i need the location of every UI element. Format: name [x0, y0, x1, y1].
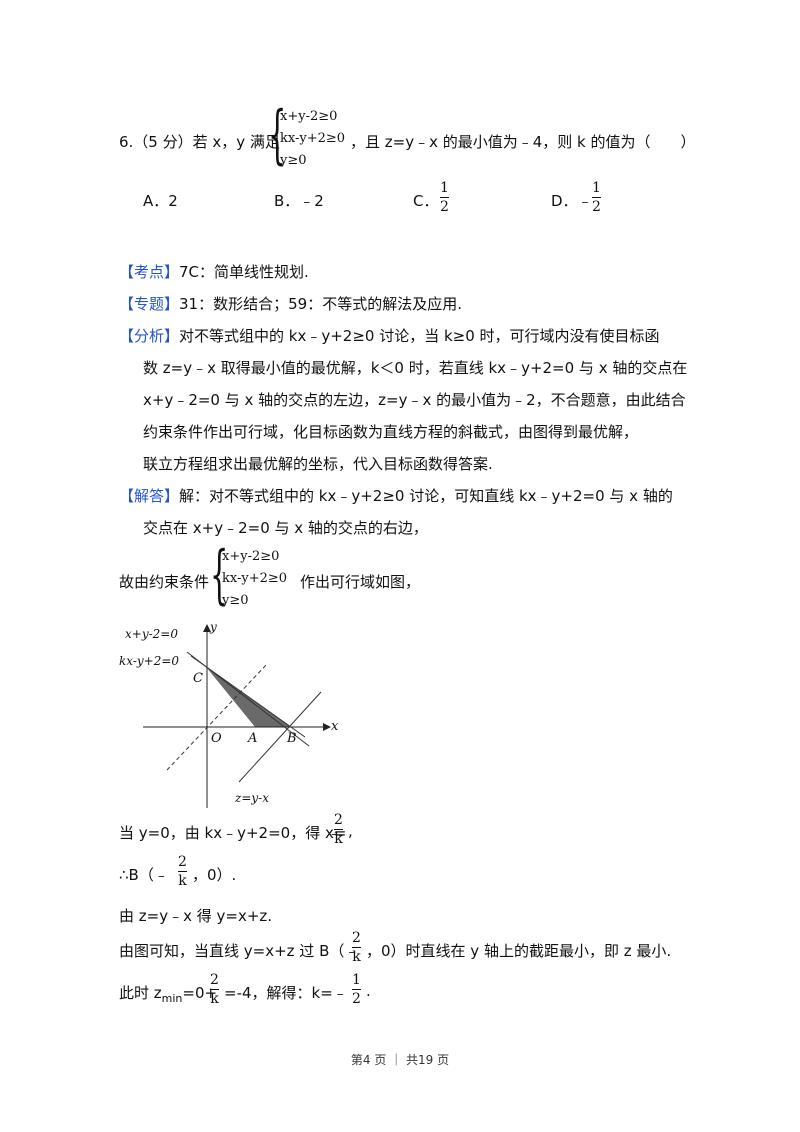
option-b: B．﹣2: [274, 192, 324, 210]
fenxi-tag: 【分析】: [119, 327, 180, 345]
step5-fraction: 2 k: [210, 972, 219, 1007]
option-a: A．2: [143, 192, 178, 210]
step1-suffix: ,: [348, 822, 353, 840]
frac-den: k: [352, 949, 361, 965]
constraint-suffix: 作出可行域如图，: [300, 573, 421, 591]
question-prefix: 6.（5 分）若 x，y 满足: [119, 133, 280, 151]
constraint-brace: {: [210, 538, 229, 612]
kaodian-text: 7C：简单线性规划.: [179, 263, 309, 281]
fenxi-text: 对不等式组中的 kx﹣y+2≥0 讨论，当 k≥0 时，可行域内没有使目标函: [179, 327, 660, 345]
line-kx-y: [190, 655, 306, 738]
fenxi-line-4: 约束条件作出可行域，化目标函数为直线方程的斜截式，由图得到最优解，: [143, 423, 639, 441]
fenxi-line-2: 数 z=y﹣x 取得最小值的最优解，k＜0 时，若直线 kx﹣y+2=0 与 x…: [143, 359, 688, 377]
step2-fraction: 2 k: [178, 854, 187, 889]
jieda-text: 解：对不等式组中的 kx﹣y+2≥0 讨论，可知直线 kx﹣y+2=0 与 x …: [179, 487, 673, 505]
frac-den: k: [178, 873, 187, 889]
constraint-row-2: kx-y+2≥0: [222, 571, 288, 586]
constraint-system: x+y-2≥0 kx-y+2≥0 y≥0: [222, 546, 287, 612]
step3: 由 z=y﹣x 得 y=x+z.: [119, 907, 273, 925]
step5-end: .: [366, 982, 371, 1000]
step5-prefix: 此时 z: [119, 984, 162, 1002]
dashed-z-line: [166, 663, 268, 771]
zhuanti-tag: 【专题】: [119, 295, 180, 313]
frac-den: 2: [352, 991, 361, 1007]
fenxi-line-5: 联立方程组求出最优解的坐标，代入目标函数得答案.: [143, 455, 493, 473]
fenxi-line-1: 【分析】对不等式组中的 kx﹣y+2≥0 讨论，当 k≥0 时，可行域内没有使目…: [119, 325, 660, 346]
step4-fraction: 2 k: [352, 930, 361, 965]
question-system: x+y-2≥0 kx-y+2≥0 y≥0: [280, 106, 345, 172]
step5-after: =-4，解得：k=﹣: [224, 984, 348, 1002]
option-d: D．﹣: [551, 192, 593, 210]
x-axis-arrow: [323, 723, 331, 731]
system-row-2: kx-y+2≥0: [280, 131, 346, 146]
step2-prefix: ∴B（﹣: [119, 866, 169, 884]
kaodian-line: 【考点】7C：简单线性规划.: [119, 261, 309, 282]
label-kx-y: kx-y+2=0: [119, 654, 179, 668]
step5-sub: min: [161, 992, 183, 1005]
frac-den: k: [334, 831, 343, 847]
line-z-through-b: [238, 691, 322, 783]
option-c: C．: [413, 192, 439, 210]
label-a: A: [247, 731, 257, 746]
frac-num: 2: [334, 812, 343, 828]
step1-fraction: 2 k: [334, 812, 343, 847]
option-c-fraction: 1 2: [440, 180, 449, 215]
label-x-plus-y: x+y-2=0: [125, 627, 178, 641]
step1-neg: ﹣: [327, 824, 343, 842]
jieda-line-2: 交点在 x+y﹣2=0 与 x 轴的交点的右边，: [143, 519, 428, 537]
label-x-axis: x: [331, 719, 339, 734]
step5-line: 此时 zmin=0+: [119, 982, 217, 1005]
feasible-region-figure: x+y-2=0 kx-y+2=0 y x C O A B z=y-x: [119, 620, 339, 808]
system-row-1: x+y-2≥0: [280, 109, 338, 124]
constraint-prefix: 故由约束条件: [119, 573, 210, 591]
kaodian-tag: 【考点】: [119, 263, 180, 281]
step4-prefix: 由图可知，当直线 y=x+z 过 B（﹣: [119, 942, 360, 960]
step1-prefix: 当 y=0，由 kx﹣y+2=0，得 x=: [119, 824, 347, 842]
step4-suffix: ，0）时直线在 y 轴上的截距最小，即 z 最小.: [366, 942, 672, 960]
frac-num: 2: [210, 972, 219, 988]
jieda-line-1: 【解答】解：对不等式组中的 kx﹣y+2≥0 讨论，可知直线 kx﹣y+2=0 …: [119, 485, 673, 506]
label-b: B: [286, 731, 297, 746]
label-c: C: [193, 671, 203, 686]
zhuanti-line: 【专题】31：数形结合；59：不等式的解法及应用.: [119, 293, 462, 314]
y-axis-arrow: [203, 624, 211, 632]
frac-num: 1: [592, 180, 601, 196]
constraint-row-1: x+y-2≥0: [222, 549, 280, 564]
frac-num: 2: [178, 854, 187, 870]
step5-fraction-2: 1 2: [352, 972, 361, 1007]
label-z-line: z=y-x: [234, 791, 269, 805]
frac-den: 2: [440, 199, 449, 215]
jieda-tag: 【解答】: [119, 487, 180, 505]
label-o: O: [211, 731, 222, 746]
system-row-3: y≥0: [280, 153, 307, 168]
label-y-axis: y: [209, 620, 217, 634]
frac-num: 1: [440, 180, 449, 196]
frac-num: 2: [352, 930, 361, 946]
frac-den: 2: [592, 199, 601, 215]
option-d-fraction: 1 2: [592, 180, 601, 215]
constraint-row-3: y≥0: [222, 593, 249, 608]
fenxi-line-3: x+y﹣2=0 与 x 轴的交点的左边，z=y﹣x 的最小值为﹣2，不合题意，由…: [143, 391, 686, 409]
zhuanti-text: 31：数形结合；59：不等式的解法及应用.: [179, 295, 462, 313]
page-footer: 第4 页 ｜ 共19 页: [350, 1053, 450, 1067]
frac-num: 1: [352, 972, 361, 988]
frac-den: k: [210, 991, 219, 1007]
step5-mid: =0+: [182, 984, 218, 1002]
question-suffix: ，且 z=y﹣x 的最小值为﹣4，则 k 的值为（ ）: [350, 133, 696, 151]
brace: {: [268, 98, 287, 172]
step2-suffix: ，0）.: [192, 866, 237, 884]
